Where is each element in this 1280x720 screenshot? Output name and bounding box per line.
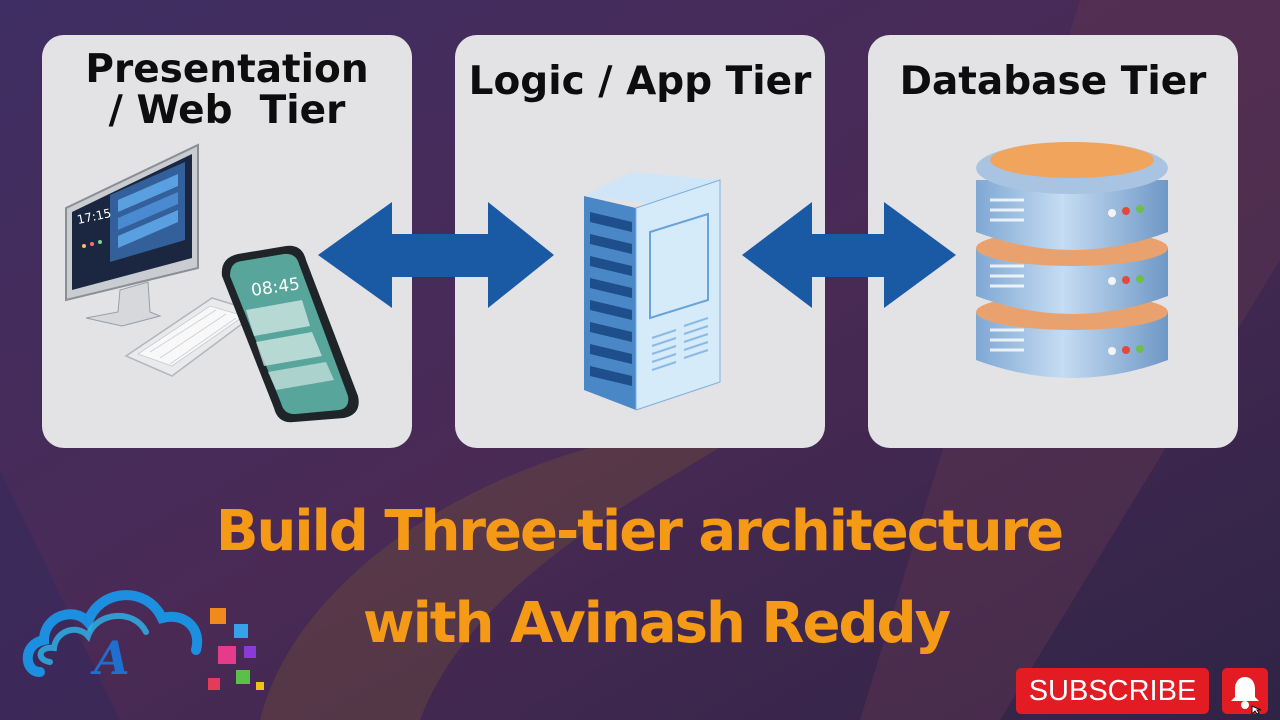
- presentation-tier-title-line1: Presentation: [85, 47, 369, 92]
- headline-line-2: with Avinash Reddy: [362, 591, 951, 656]
- logic-tier-title: Logic / App Tier: [468, 59, 812, 104]
- subscribe-button[interactable]: SUBSCRIBE: [1016, 668, 1209, 714]
- headline-line-1: Build Three-tier architecture: [215, 499, 1064, 564]
- database-tier-card: Database Tier: [868, 35, 1238, 448]
- logic-tier-card: Logic / App Tier: [455, 35, 825, 448]
- notification-bell-button[interactable]: [1222, 668, 1268, 714]
- presentation-tier-title: Presentation / Web Tier: [42, 49, 412, 131]
- logo-letter: A: [90, 631, 130, 685]
- database-tier-title: Database Tier: [899, 59, 1207, 104]
- cloud-logo-icon: A: [22, 590, 264, 690]
- presentation-tier-card: Presentation / Web Tier: [42, 35, 412, 448]
- presentation-tier-title-line2: / Web Tier: [108, 88, 346, 133]
- bell-icon: [1231, 677, 1262, 714]
- hand-cursor-icon: [1251, 705, 1262, 714]
